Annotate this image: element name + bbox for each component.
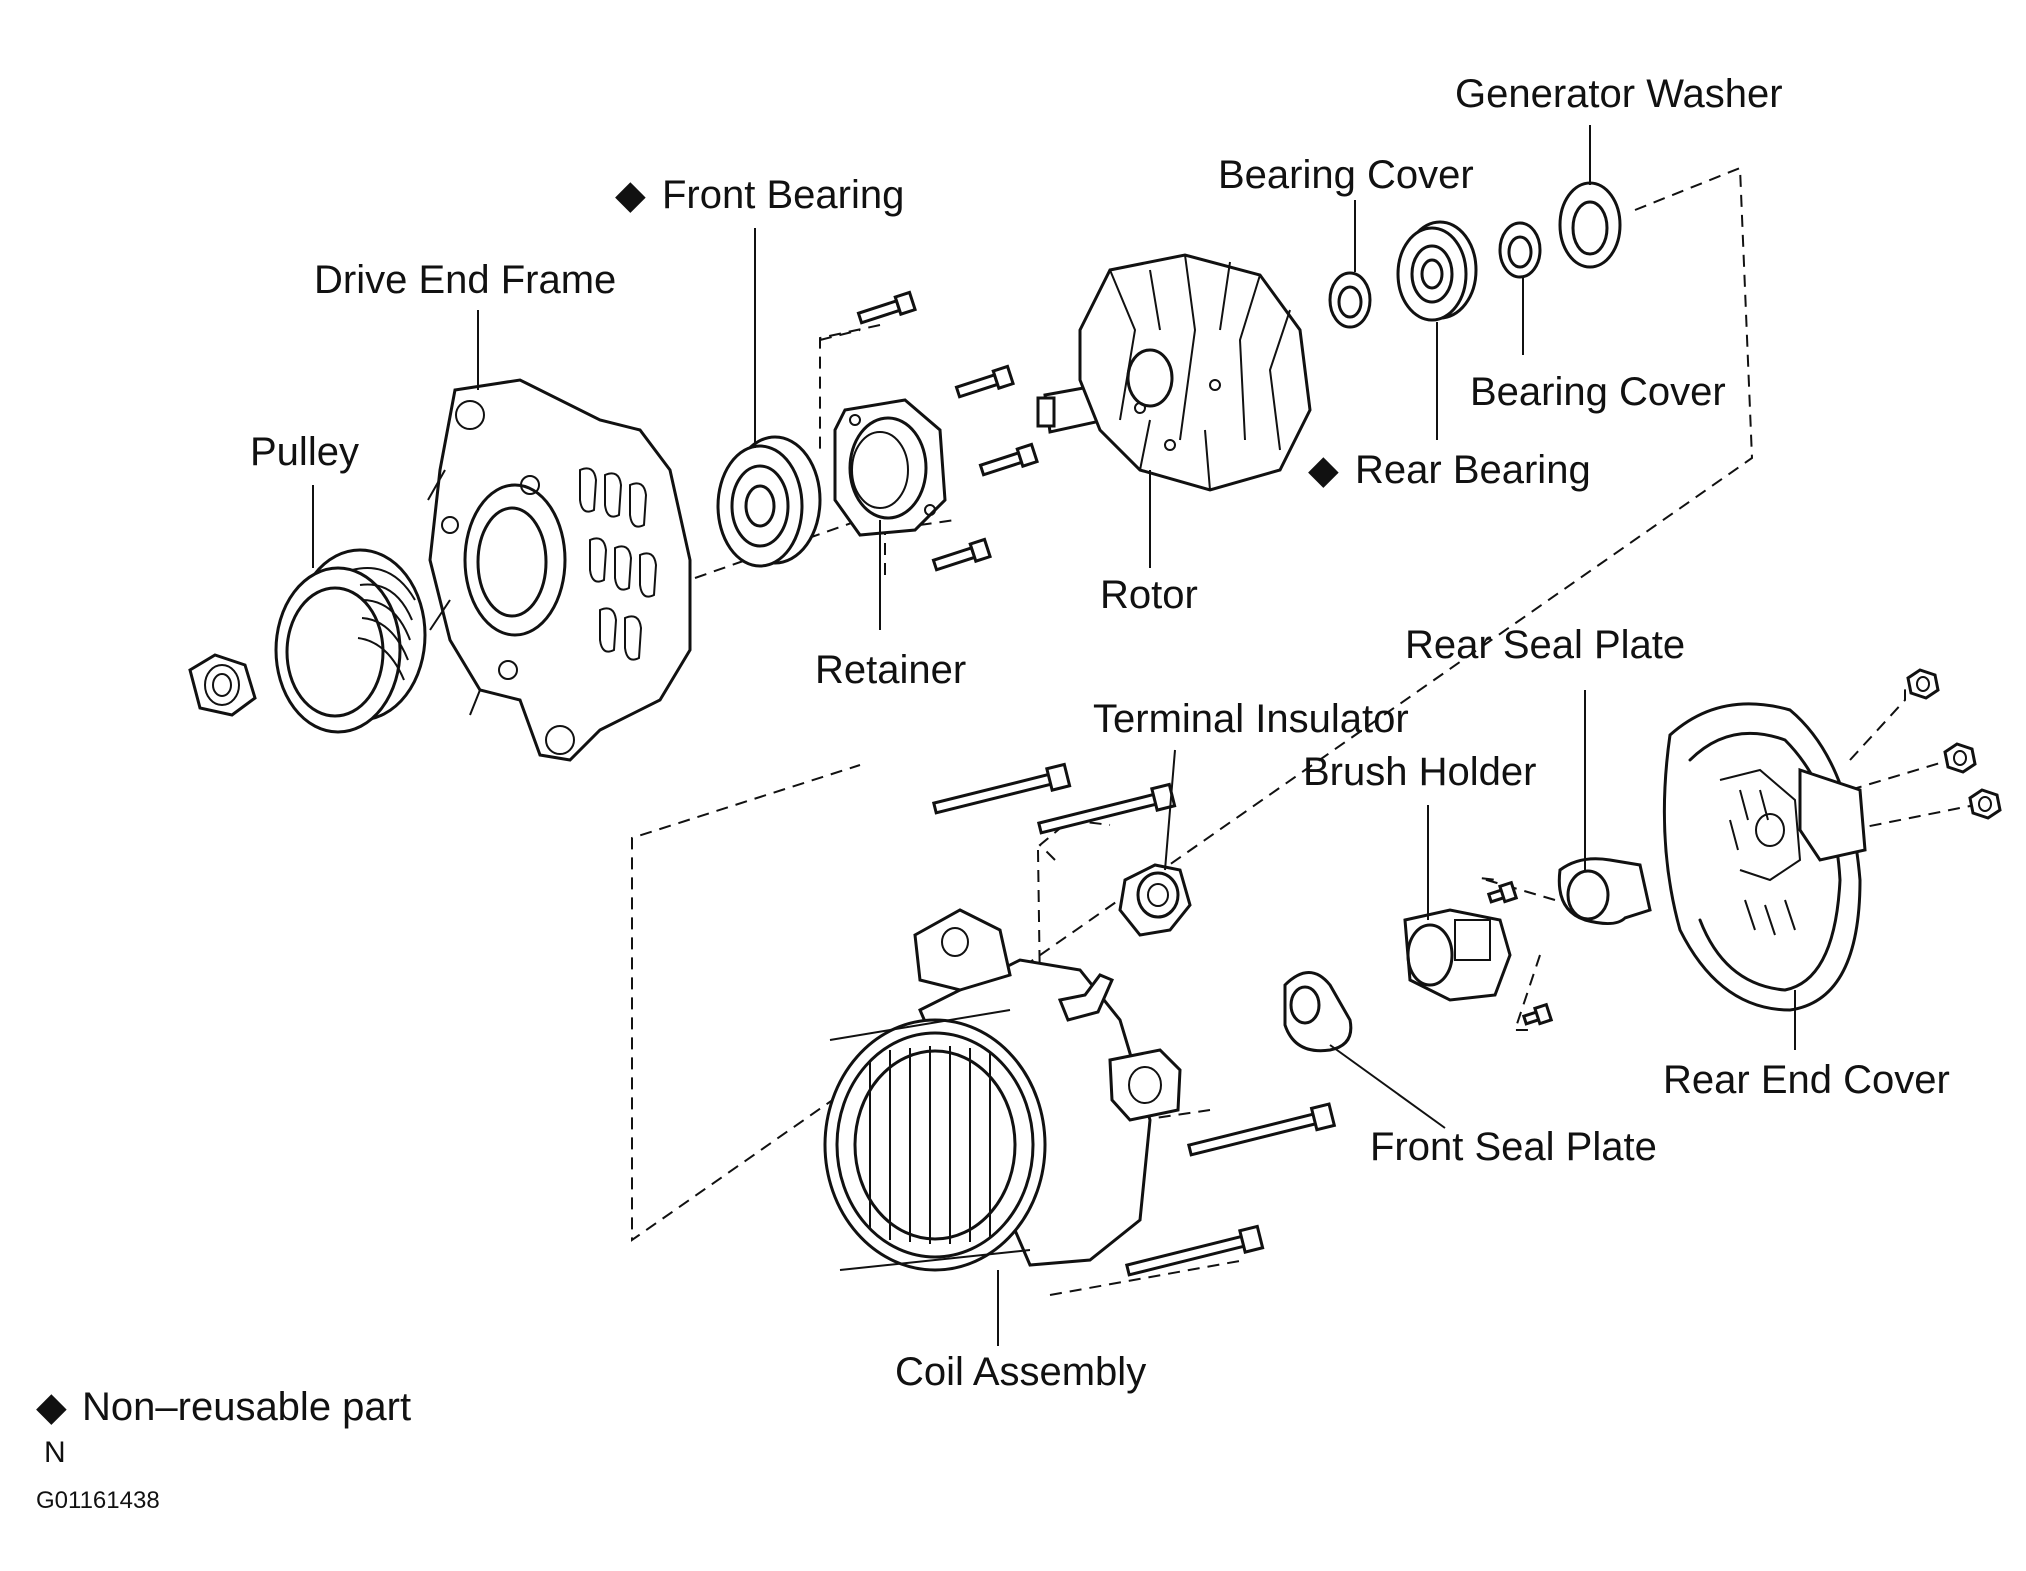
label-terminal-insulator: Terminal Insulator: [1093, 697, 1409, 741]
marker-rear-bearing: ◆: [1308, 448, 1339, 492]
label-rear-seal-plate: Rear Seal Plate: [1405, 623, 1685, 667]
leader-lines: [312, 125, 1796, 1346]
label-pulley: Pulley: [250, 430, 359, 474]
bearing-cover-right-part: [1498, 221, 1542, 279]
pulley: [274, 548, 427, 734]
label-coil-assembly: Coil Assembly: [895, 1350, 1146, 1394]
nut: [188, 653, 257, 717]
label-retainer: Retainer: [815, 648, 966, 692]
through-bolts: [931, 762, 1337, 1277]
brush-holder-screws: [1486, 880, 1554, 1026]
legend-code: N: [44, 1436, 66, 1469]
legend: ◆ Non–reusable part N G01161438: [36, 1385, 411, 1514]
label-rear-bearing: Rear Bearing: [1355, 448, 1591, 492]
rear-end-cover: [1662, 702, 1867, 1012]
retainer: [833, 398, 947, 537]
part-labels: Generator Washer Bearing Cover ◆ Front B…: [250, 72, 1950, 1394]
label-bearing-cover-top: Bearing Cover: [1218, 153, 1474, 197]
drive-end-frame: [427, 378, 692, 762]
bearing-cover-small: [1328, 271, 1372, 329]
generator-washer: [1558, 181, 1622, 269]
label-generator-washer: Generator Washer: [1455, 72, 1783, 116]
marker-front-bearing: ◆: [615, 173, 646, 217]
terminal-insulator: [1118, 863, 1192, 937]
brush-holder: [1403, 908, 1512, 1002]
legend-marker: ◆: [36, 1385, 67, 1429]
label-front-bearing: Front Bearing: [662, 173, 904, 217]
rear-end-cover-nuts: [1906, 668, 2002, 820]
front-seal-plate: [1283, 971, 1353, 1053]
label-drive-end-frame: Drive End Frame: [314, 258, 616, 302]
label-rotor: Rotor: [1100, 573, 1198, 617]
rear-seal-plate: [1557, 857, 1652, 925]
rotor: [1036, 253, 1312, 492]
label-bearing-cover-right: Bearing Cover: [1470, 370, 1726, 414]
figure-id: G01161438: [36, 1487, 160, 1514]
rear-bearing: [1396, 220, 1478, 322]
retainer-screws: [856, 290, 1039, 572]
label-brush-holder: Brush Holder: [1303, 750, 1536, 794]
label-front-seal-plate: Front Seal Plate: [1370, 1125, 1657, 1169]
coil-assembly: [823, 908, 1182, 1272]
front-bearing: [716, 435, 822, 568]
label-rear-end-cover: Rear End Cover: [1663, 1058, 1950, 1102]
legend-text: Non–reusable part: [82, 1385, 411, 1429]
